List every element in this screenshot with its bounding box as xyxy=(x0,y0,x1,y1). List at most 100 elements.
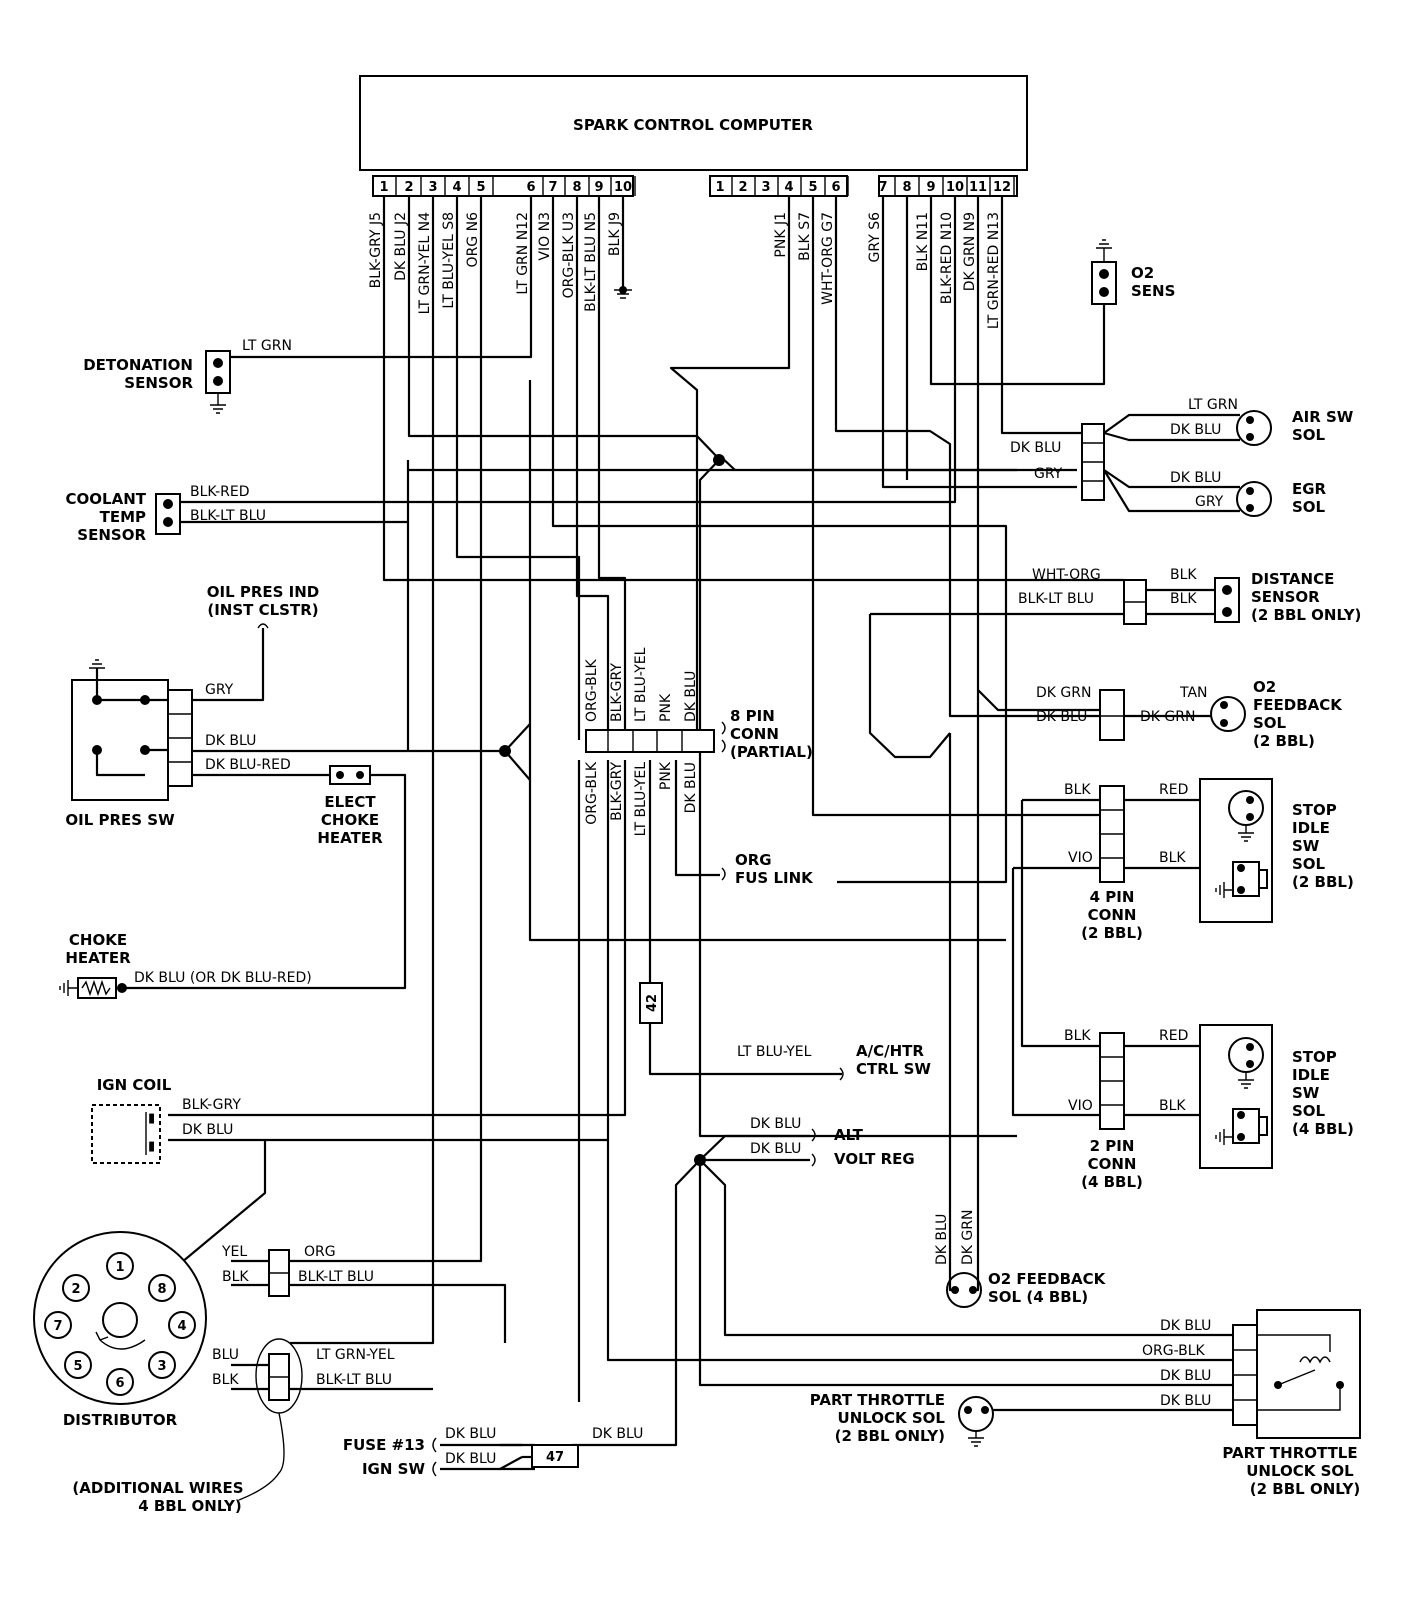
svg-text:EGR: EGR xyxy=(1292,480,1327,498)
svg-text:42: 42 xyxy=(645,994,660,1012)
eight-pin-top-label: BLK-GRY xyxy=(609,663,625,722)
svg-text:IGN COIL: IGN COIL xyxy=(97,1076,172,1094)
distributor-terminal: 3 xyxy=(157,1359,166,1374)
svg-text:A/C/HTR: A/C/HTR xyxy=(856,1042,924,1060)
svg-text:UNLOCK SOL: UNLOCK SOL xyxy=(1246,1462,1354,1480)
eight-pin-bottom-label: BLK-GRY xyxy=(609,762,625,821)
svg-text:DISTRIBUTOR: DISTRIBUTOR xyxy=(63,1411,178,1429)
svg-text:SENSOR: SENSOR xyxy=(1251,588,1320,606)
svg-text:STOP: STOP xyxy=(1292,801,1337,819)
svg-text:SENS: SENS xyxy=(1131,282,1175,300)
wire-label: BLK-LT BLU N5 xyxy=(583,212,599,312)
svg-text:(4 BBL): (4 BBL) xyxy=(1292,1120,1354,1138)
svg-text:COOLANT: COOLANT xyxy=(66,490,147,508)
svg-text:DK BLU: DK BLU xyxy=(934,1214,950,1265)
o2-sensor: O2 SENS xyxy=(1091,239,1175,305)
wires xyxy=(124,196,1240,1471)
svg-text:BLK: BLK xyxy=(1159,850,1186,866)
svg-text:ORG: ORG xyxy=(735,851,772,869)
pin-a-label: 4 xyxy=(452,180,461,195)
alternator: DK BLU DK BLU ALT VOLT REG xyxy=(750,1116,915,1168)
pin-a-label: 8 xyxy=(572,180,581,195)
svg-text:BLK-LT BLU: BLK-LT BLU xyxy=(190,508,266,524)
pin-b-label: 3 xyxy=(761,180,770,195)
svg-text:SOL: SOL xyxy=(1253,714,1287,732)
svg-text:BLK: BLK xyxy=(212,1372,239,1388)
eight-pin-connector: 8 PIN CONN (PARTIAL) xyxy=(585,707,813,761)
o2-feedback-solenoid-4bbl: DK BLU DK GRN O2 FEEDBACK SOL (4 BBL) xyxy=(934,1210,1107,1308)
svg-text:BLK-LT BLU: BLK-LT BLU xyxy=(1018,591,1094,607)
svg-text:GRY: GRY xyxy=(205,682,234,698)
svg-text:FUS LINK: FUS LINK xyxy=(735,869,814,887)
svg-text:LT GRN: LT GRN xyxy=(242,338,292,354)
svg-text:CONN: CONN xyxy=(1088,906,1137,924)
pin-b-label: 8 xyxy=(902,180,911,195)
svg-text:(2 BBL ONLY): (2 BBL ONLY) xyxy=(835,1427,945,1445)
eight-pin-top-label: DK BLU xyxy=(683,671,699,722)
svg-text:DETONATION: DETONATION xyxy=(83,356,193,374)
svg-text:OIL PRES IND: OIL PRES IND xyxy=(207,583,320,601)
svg-text:DK BLU: DK BLU xyxy=(592,1426,643,1442)
pin-b-label: 2 xyxy=(738,180,747,195)
pin-a-label: 6 xyxy=(526,180,535,195)
wire-label: BLK N11 xyxy=(915,212,931,271)
svg-text:FEEDBACK: FEEDBACK xyxy=(1253,696,1343,714)
svg-text:O2: O2 xyxy=(1253,678,1276,696)
wire-label: BLK-RED N10 xyxy=(939,212,955,304)
two-pin-connector: BLK RED VIO BLK 2 PIN CONN (4 BBL) xyxy=(1064,1028,1188,1191)
svg-text:AIR SW: AIR SW xyxy=(1292,408,1354,426)
svg-text:(ADDITIONAL WIRES: (ADDITIONAL WIRES xyxy=(72,1479,243,1497)
pin-a-label: 7 xyxy=(548,180,557,195)
distributor-terminal: 7 xyxy=(53,1319,62,1334)
svg-text:BLK: BLK xyxy=(1170,567,1197,583)
svg-text:BLK-LT BLU: BLK-LT BLU xyxy=(316,1372,392,1388)
svg-text:RED: RED xyxy=(1159,782,1188,798)
air-sw-egr-connector: DK BLU GRY xyxy=(1010,423,1105,501)
eight-pin-bottom-label: LT BLU-YEL xyxy=(633,762,649,837)
pin-b-label: 10 xyxy=(946,180,964,195)
wire-label: LT GRN-YEL N4 xyxy=(417,212,433,314)
org-fus-link: ORG FUS LINK xyxy=(721,851,814,887)
svg-text:ELECT: ELECT xyxy=(324,793,376,811)
pin-a-label: 10 xyxy=(614,180,632,195)
part-throttle-unlock: DK BLU ORG-BLK DK BLU DK BLU PART THROTT… xyxy=(810,1309,1361,1498)
svg-text:BLK: BLK xyxy=(1170,591,1197,607)
distributor-terminal: 4 xyxy=(177,1319,186,1334)
svg-text:CHOKE: CHOKE xyxy=(69,931,127,949)
svg-text:IDLE: IDLE xyxy=(1292,819,1330,837)
svg-text:4 PIN: 4 PIN xyxy=(1090,888,1135,906)
svg-text:DK BLU: DK BLU xyxy=(1010,440,1061,456)
svg-text:SOL: SOL xyxy=(1292,1102,1326,1120)
svg-text:ALT: ALT xyxy=(834,1126,864,1144)
wire-label: LT BLU-YEL S8 xyxy=(441,212,457,309)
svg-text:(2 BBL): (2 BBL) xyxy=(1292,873,1354,891)
distributor-terminal: 8 xyxy=(157,1282,166,1297)
svg-text:TAN: TAN xyxy=(1179,685,1208,701)
svg-text:ORG: ORG xyxy=(304,1244,336,1260)
svg-text:DK GRN: DK GRN xyxy=(960,1210,976,1265)
svg-text:PART THROTTLE: PART THROTTLE xyxy=(1222,1444,1357,1462)
svg-text:ORG-BLK: ORG-BLK xyxy=(1142,1343,1206,1359)
distributor-terminal: 5 xyxy=(73,1359,82,1374)
svg-text:O2: O2 xyxy=(1131,264,1154,282)
svg-text:FUSE #13: FUSE #13 xyxy=(343,1436,425,1454)
wire-label: ORG-BLK U3 xyxy=(561,212,577,298)
svg-text:BLU: BLU xyxy=(212,1347,239,1363)
pin-b-label: 5 xyxy=(808,180,817,195)
svg-text:(INST CLSTR): (INST CLSTR) xyxy=(207,601,318,619)
distributor-connectors: YEL ORG BLK BLK-LT BLU BLU LT GRN-YEL BL… xyxy=(72,1244,394,1515)
svg-text:(PARTIAL): (PARTIAL) xyxy=(730,743,813,761)
wire-label: BLK S7 xyxy=(797,212,813,261)
svg-text:DK GRN: DK GRN xyxy=(1036,685,1091,701)
eight-pin-top-label: PNK xyxy=(658,693,674,722)
svg-text:47: 47 xyxy=(546,1450,564,1465)
svg-text:SOL (4 BBL): SOL (4 BBL) xyxy=(988,1288,1088,1306)
pin-a-label: 9 xyxy=(594,180,603,195)
pin-b-label: 6 xyxy=(831,180,840,195)
svg-text:OIL PRES SW: OIL PRES SW xyxy=(65,811,175,829)
svg-text:LT GRN: LT GRN xyxy=(1188,397,1238,413)
svg-text:GRY: GRY xyxy=(1034,466,1063,482)
